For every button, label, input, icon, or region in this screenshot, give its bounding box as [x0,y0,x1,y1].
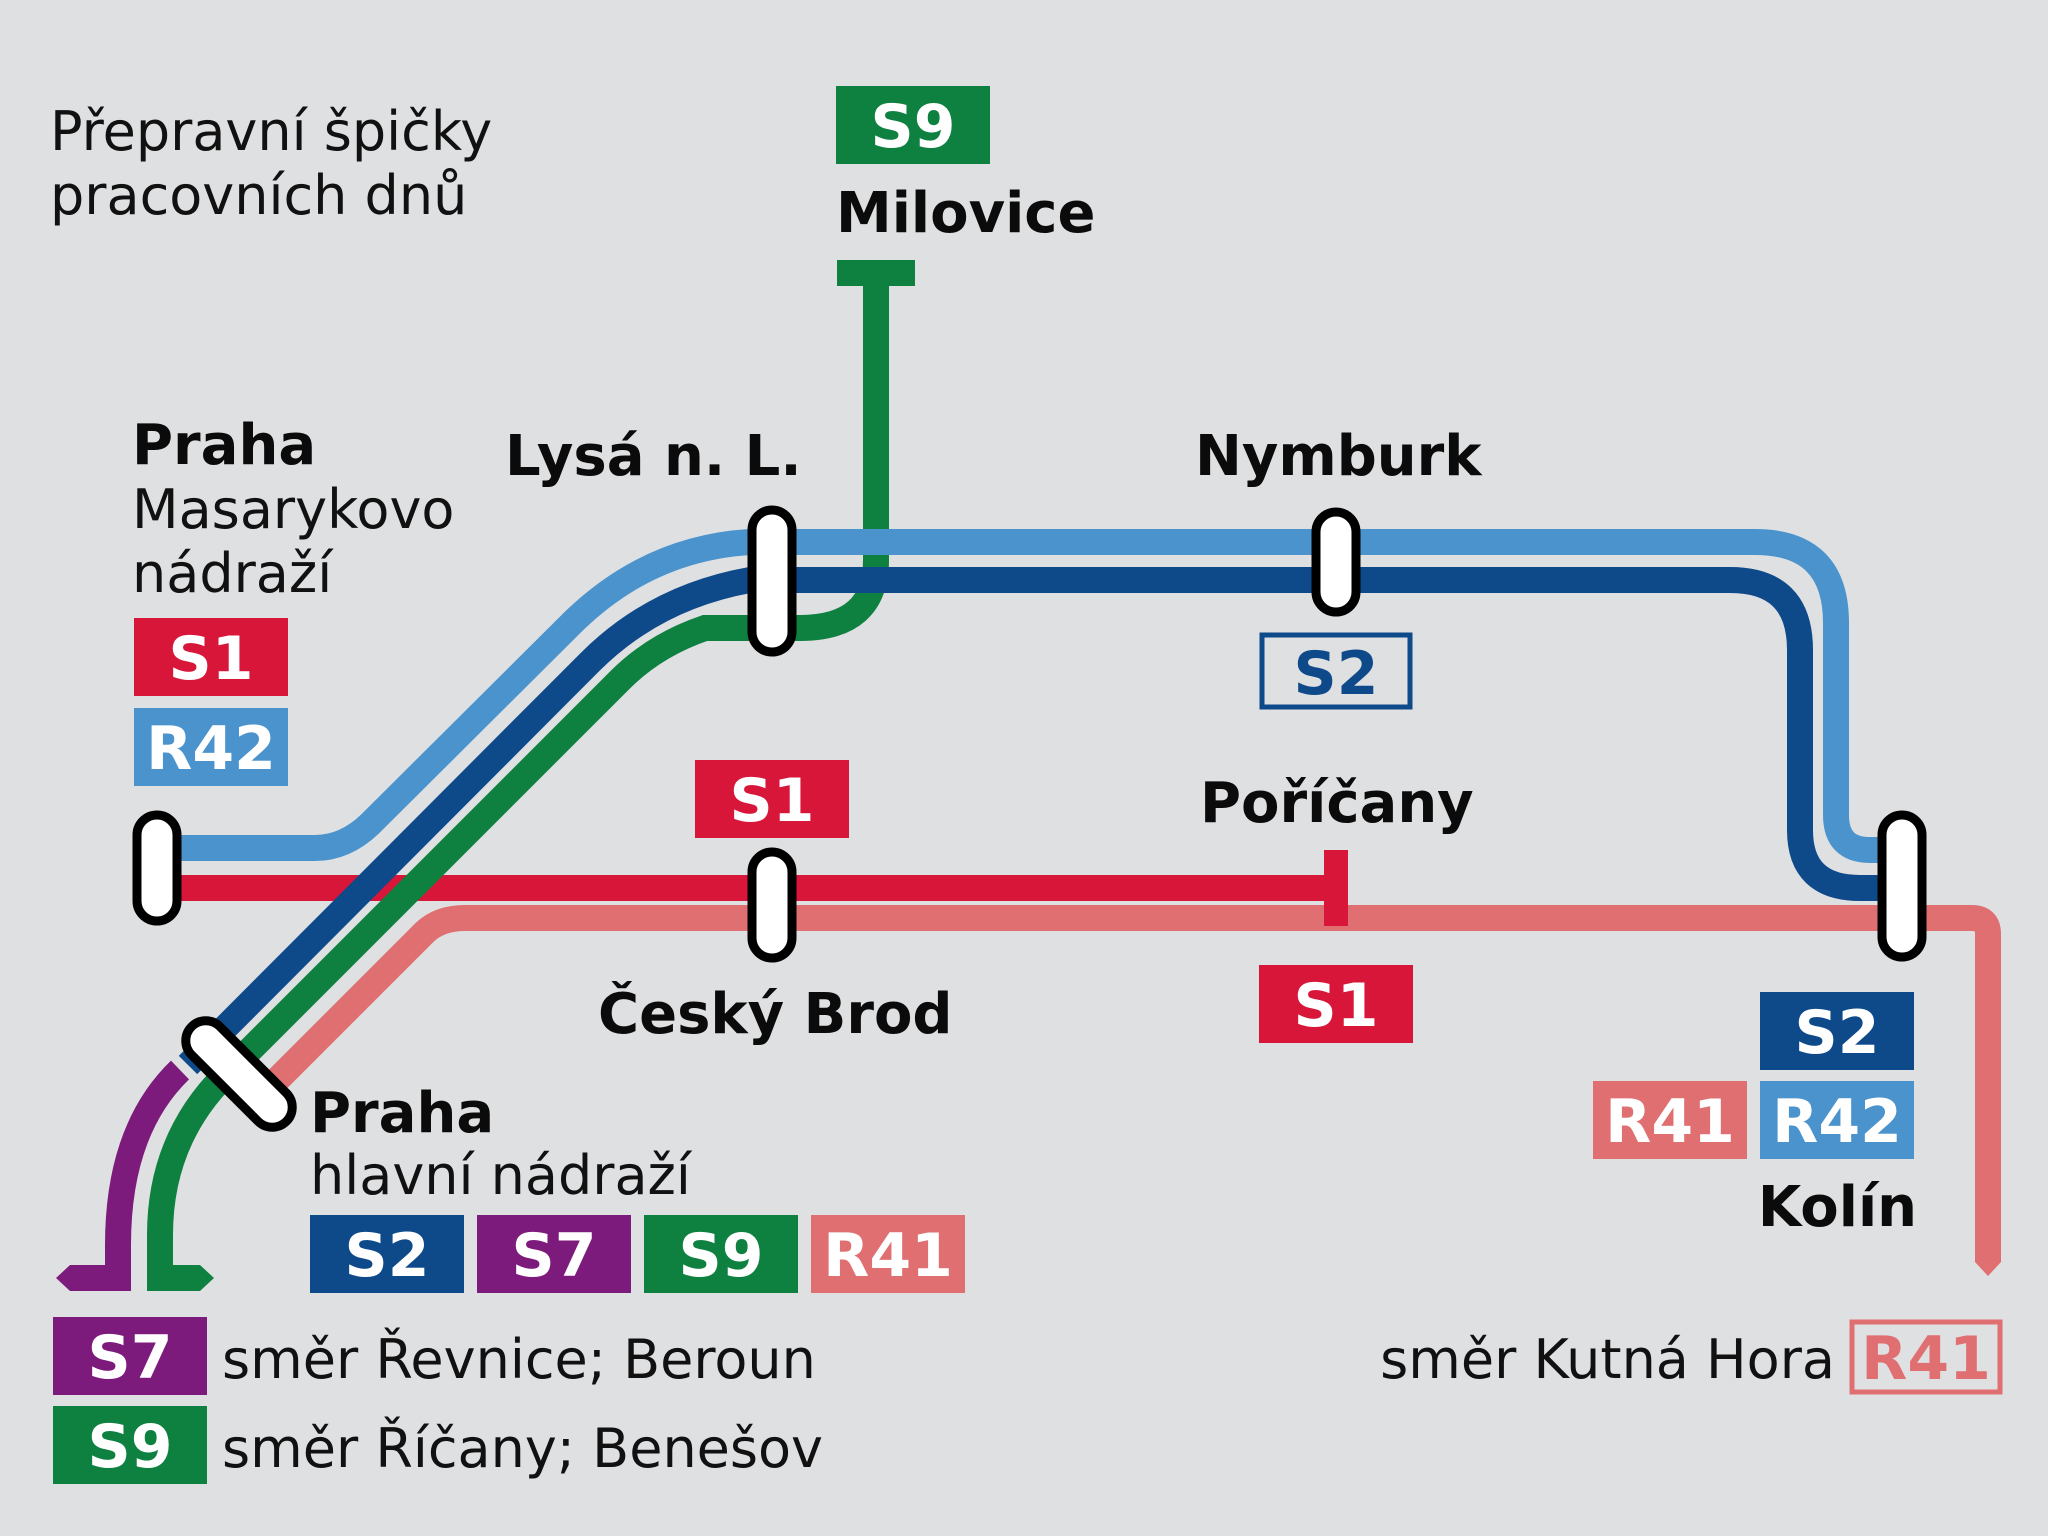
s9-start-arrow [200,1265,214,1291]
station-label-milovice: Milovice [836,181,1095,246]
station-marker-masarykovo[interactable] [132,810,182,926]
map-title-line2: pracovních dnů [50,164,467,227]
station-sublabel-masarykovo-1: Masarykovo [132,478,454,541]
badge-s2-praha-hln: S2 [310,1215,464,1293]
destination-s9: směr Říčany; Benešov [222,1417,823,1480]
station-label-cesky-brod: Český Brod [598,982,953,1047]
station-marker-lysa[interactable] [747,505,797,657]
svg-text:S1: S1 [730,766,815,836]
station-label-nymburk: Nymburk [1195,424,1483,489]
svg-text:R41: R41 [1861,1324,1991,1394]
badge-s1-cesky-brod: S1 [695,760,849,838]
station-label-kolin: Kolín [1758,1175,1917,1240]
line-s2 [178,567,1902,1075]
badge-s7-praha-hln: S7 [477,1215,631,1293]
badge-s1-masarykovo: S1 [134,618,288,696]
station-sublabel-praha-hln: hlavní nádraží [310,1144,693,1207]
svg-text:S9: S9 [679,1221,764,1291]
s1-terminus-bar [1324,850,1348,926]
destination-s7: směr Řevnice; Beroun [222,1328,816,1391]
station-label-praha-masarykovo: Praha [132,413,316,478]
badge-s2-nymburk: S2 [1259,632,1413,710]
badge-s9-praha-hln: S9 [644,1215,798,1293]
badge-s1-poricany: S1 [1259,965,1413,1043]
badge-r41-kolin: R41 [1593,1081,1747,1159]
legend-s9: S9 [53,1406,207,1484]
svg-text:S7: S7 [512,1221,597,1291]
station-label-lysa: Lysá n. L. [505,424,802,489]
station-sublabel-masarykovo-2: nádraží [132,542,334,605]
legend-r41: R41 [1849,1319,2003,1395]
svg-text:S9: S9 [88,1412,173,1482]
station-marker-praha-hln[interactable] [177,1012,300,1135]
line-r41 [245,905,2001,1262]
station-marker-cesky-brod[interactable] [747,847,797,963]
svg-text:R42: R42 [146,714,276,784]
svg-text:S7: S7 [88,1323,173,1393]
badge-r42-masarykovo: R42 [134,708,288,786]
svg-text:S9: S9 [871,92,956,162]
svg-text:S2: S2 [1294,639,1379,709]
s9-terminus-bar [837,260,915,286]
legend-s7: S7 [53,1317,207,1395]
s7-start-arrow [56,1265,70,1291]
destination-r41: směr Kutná Hora [1380,1328,1835,1391]
badge-s9-milovice: S9 [836,86,990,164]
badge-s2-kolin: S2 [1760,992,1914,1070]
svg-text:R42: R42 [1772,1087,1902,1157]
svg-text:S1: S1 [1294,971,1379,1041]
station-marker-kolin[interactable] [1877,810,1927,962]
badge-r41-praha-hln: R41 [811,1215,965,1293]
svg-text:R41: R41 [823,1221,953,1291]
svg-text:R41: R41 [1605,1087,1735,1157]
line-s9 [147,273,889,1291]
station-label-poricany: Poříčany [1200,771,1474,836]
station-marker-nymburk[interactable] [1311,507,1361,617]
line-s7 [70,1060,190,1291]
r41-end-arrow [1975,1262,2001,1276]
svg-text:S2: S2 [345,1221,430,1291]
svg-text:S1: S1 [169,624,254,694]
svg-text:S2: S2 [1795,998,1880,1068]
map-title-line1: Přepravní špičky [50,100,492,163]
badge-r42-kolin: R42 [1760,1081,1914,1159]
station-label-praha-hln: Praha [310,1081,494,1146]
